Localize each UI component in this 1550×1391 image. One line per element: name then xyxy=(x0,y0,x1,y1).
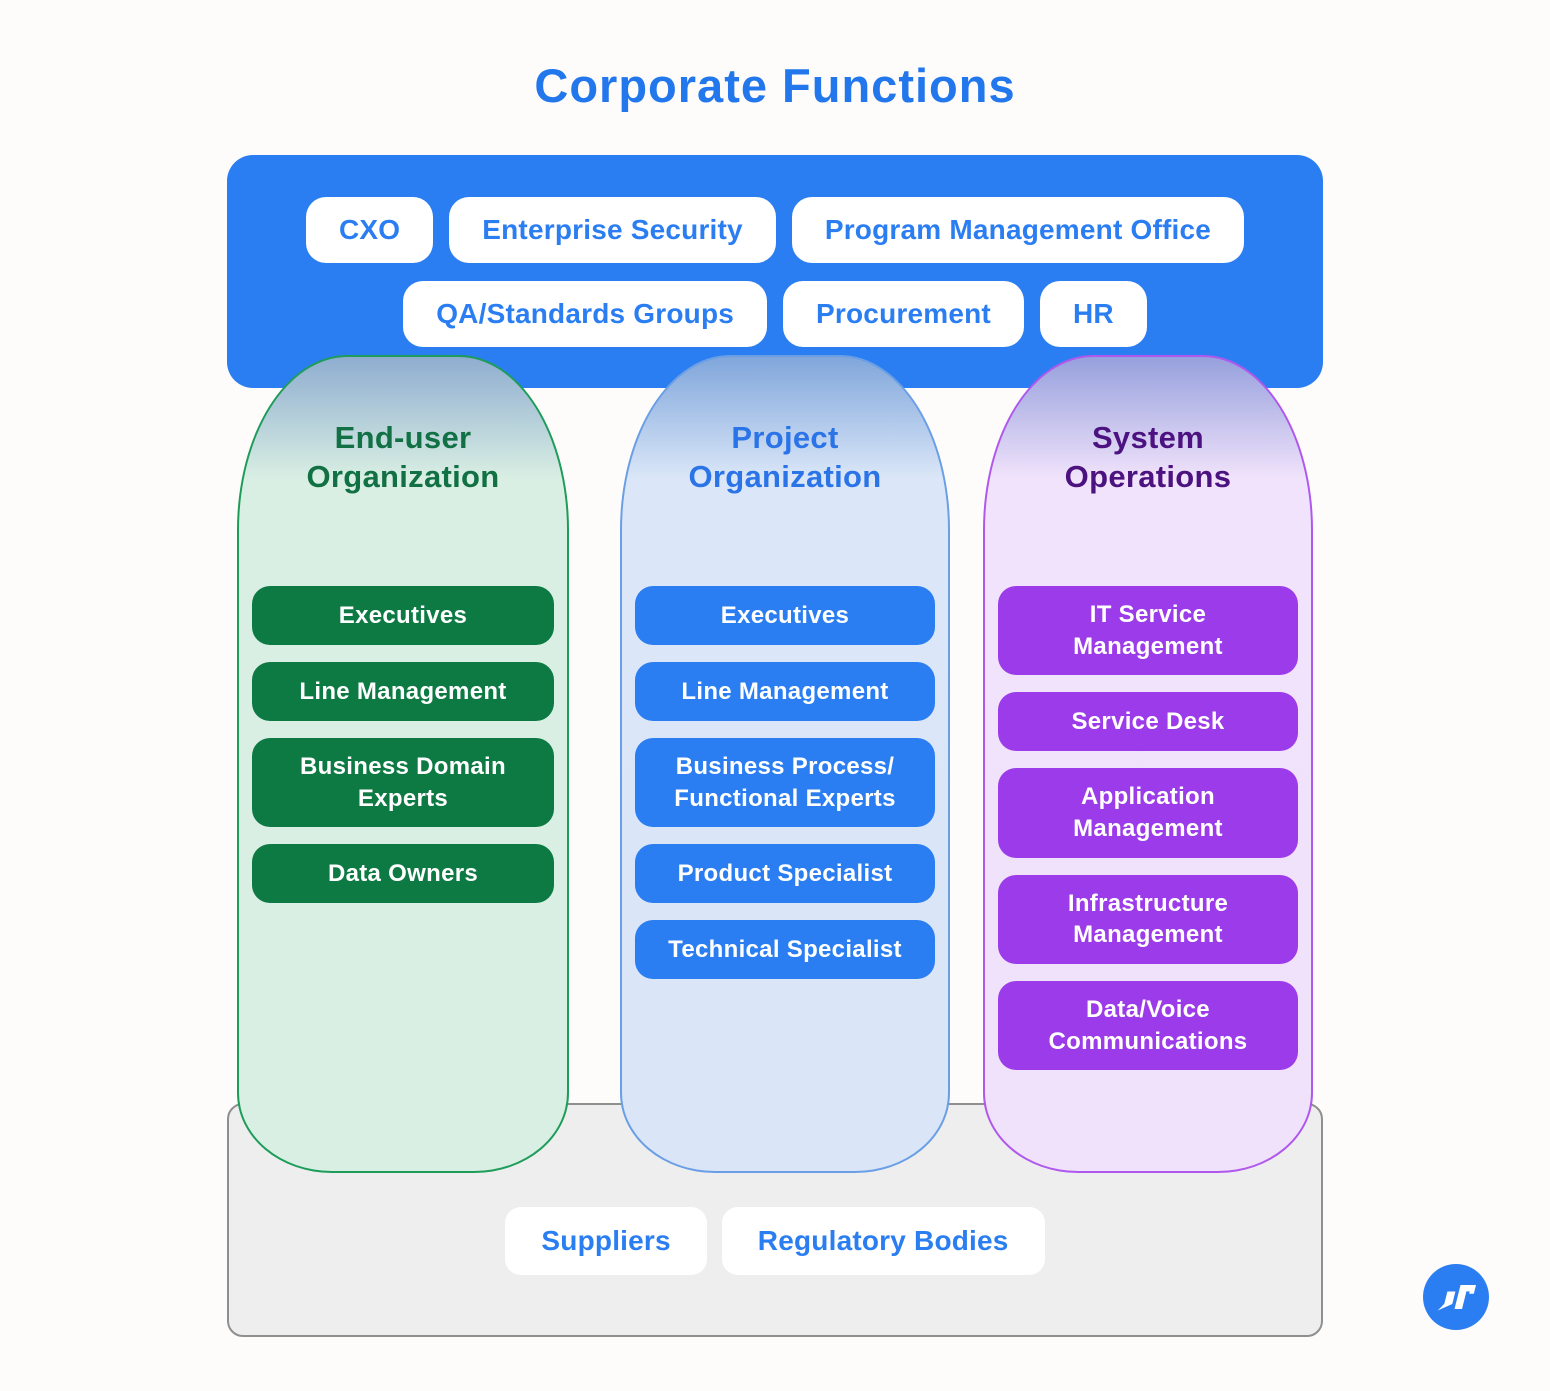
system-pill-list: IT Service Management Service Desk Appli… xyxy=(998,586,1298,1071)
role-pill-business-domain-experts: Business Domain Experts xyxy=(252,738,554,828)
role-pill-application-management: Application Management xyxy=(998,768,1298,858)
external-pill-suppliers: Suppliers xyxy=(505,1207,707,1275)
role-pill-business-process-functional-experts: Business Process/ Functional Experts xyxy=(635,738,935,828)
project-organization-column: Project Organization Executives Line Man… xyxy=(620,355,950,1173)
column-title-project-organization: Project Organization xyxy=(688,420,882,494)
column-title-end-user-organization: End-user Organization xyxy=(306,420,500,494)
itransition-logo-icon xyxy=(1422,1263,1490,1331)
bar-row-2: QA/Standards Groups Procurement HR xyxy=(227,280,1323,347)
role-pill-data-voice-communications: Data/Voice Communications xyxy=(998,981,1298,1071)
external-pill-regulatory-bodies: Regulatory Bodies xyxy=(721,1207,1045,1275)
bar-row-1: CXO Enterprise Security Program Manageme… xyxy=(227,196,1323,263)
role-pill-it-service-management: IT Service Management xyxy=(998,586,1298,676)
external-parties-pills: Suppliers Regulatory Bodies xyxy=(229,1207,1321,1275)
function-pill-procurement: Procurement xyxy=(783,280,1024,347)
role-pill-data-owners: Data Owners xyxy=(252,844,554,904)
role-pill-product-specialist: Product Specialist xyxy=(635,844,935,904)
role-pill-executives: Executives xyxy=(635,586,935,645)
function-pill-qa-standards-groups: QA/Standards Groups xyxy=(403,280,768,347)
role-pill-service-desk: Service Desk xyxy=(998,692,1298,752)
corporate-functions-bar: CXO Enterprise Security Program Manageme… xyxy=(227,155,1323,388)
column-title-system-operations: System Operations xyxy=(1064,420,1232,494)
page-title: Corporate Functions xyxy=(534,59,1016,112)
role-pill-infrastructure-management: Infrastructure Management xyxy=(998,874,1298,965)
function-pill-hr: HR xyxy=(1039,280,1147,347)
project-pill-list: Executives Line Management Business Proc… xyxy=(635,586,935,980)
function-pill-cxo: CXO xyxy=(305,196,434,263)
role-pill-technical-specialist: Technical Specialist xyxy=(635,920,935,980)
role-pill-line-management: Line Management xyxy=(252,662,554,721)
function-pill-enterprise-security: Enterprise Security xyxy=(449,196,776,263)
end-user-pill-list: Executives Line Management Business Doma… xyxy=(252,586,554,904)
role-pill-line-management: Line Management xyxy=(635,662,935,721)
end-user-organization-column: End-user Organization Executives Line Ma… xyxy=(237,355,569,1173)
role-pill-executives: Executives xyxy=(252,586,554,645)
function-pill-program-management-office: Program Management Office xyxy=(791,196,1245,263)
system-operations-column: System Operations IT Service Management … xyxy=(983,355,1313,1173)
